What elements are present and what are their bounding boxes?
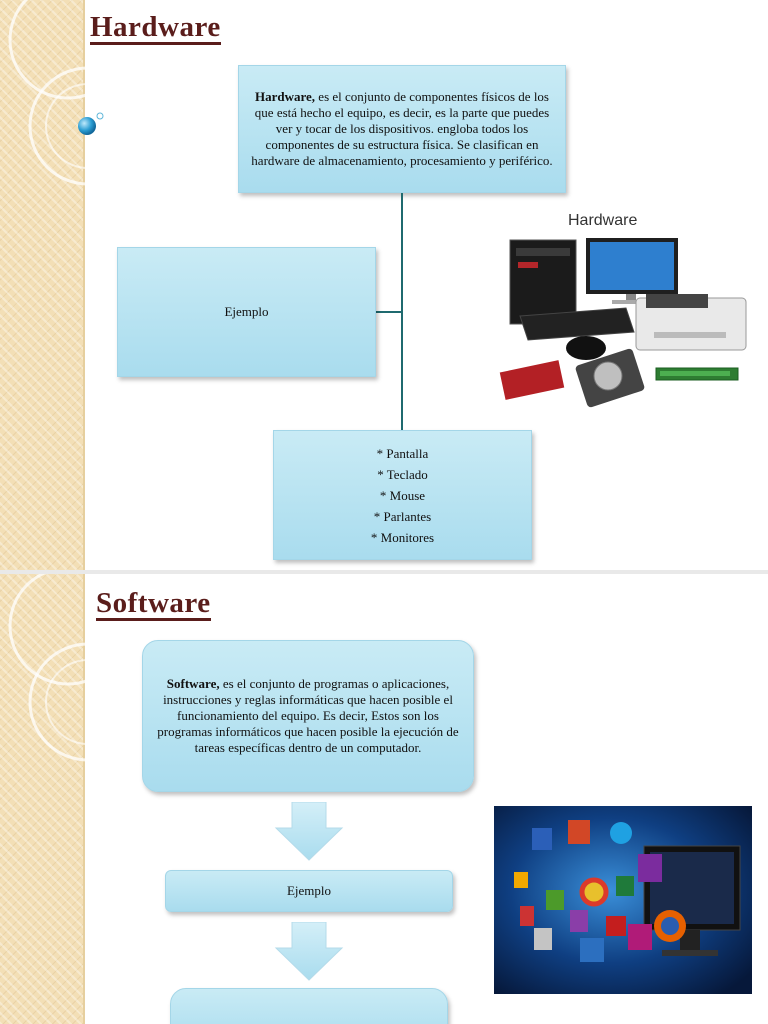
computer-parts-illustration bbox=[499, 238, 747, 408]
hardware-definition-box: Hardware, es el conjunto de componentes … bbox=[238, 65, 566, 193]
examples-list-box: * Pantalla * Teclado * Mouse * Parlantes… bbox=[273, 430, 532, 560]
definition-term: Hardware, bbox=[254, 89, 316, 105]
example-label: Ejemplo bbox=[224, 304, 269, 320]
hardware-slide: Hardware Hardware, es el conjunto de com… bbox=[0, 0, 754, 574]
hardware-image-caption: Hardware bbox=[568, 212, 638, 229]
slide-separator bbox=[0, 570, 768, 576]
definition-text: es el conjunto de componentes físicos de… bbox=[251, 89, 553, 168]
bullet-bubble-icon bbox=[78, 112, 104, 135]
software-image bbox=[494, 806, 752, 994]
software-apps-illustration bbox=[494, 806, 752, 994]
software-definition: Software, es el conjunto de programas o … bbox=[153, 676, 463, 755]
connector-vertical bbox=[401, 193, 403, 430]
page-title: Hardware bbox=[90, 12, 221, 46]
example-label: Ejemplo bbox=[286, 883, 332, 899]
hardware-image: Hardware bbox=[496, 206, 754, 412]
down-arrow-icon bbox=[274, 922, 344, 981]
software-slide: Software Software, es el conjunto de pro… bbox=[0, 574, 768, 1024]
list-item: * Pantalla bbox=[376, 445, 429, 461]
hardware-definition: Hardware, es el conjunto de componentes … bbox=[247, 89, 557, 168]
decorative-circles bbox=[8, 574, 120, 762]
page-title: Software bbox=[96, 588, 211, 622]
list-item: * Monitores bbox=[370, 529, 435, 545]
software-list-box bbox=[170, 988, 448, 1024]
examples-list: * Pantalla * Teclado * Mouse * Parlantes… bbox=[371, 443, 434, 548]
list-item: * Mouse bbox=[379, 487, 426, 503]
decorative-circles bbox=[8, 0, 120, 186]
software-example-box: Ejemplo bbox=[165, 870, 453, 912]
decorative-sidebar bbox=[0, 574, 120, 1024]
down-arrow-icon bbox=[274, 802, 344, 861]
example-box: Ejemplo bbox=[117, 247, 376, 377]
definition-term: Software, bbox=[166, 676, 220, 692]
list-item: * Parlantes bbox=[373, 508, 432, 524]
definition-text: es el conjunto de programas o aplicacion… bbox=[157, 676, 459, 755]
software-definition-box: Software, es el conjunto de programas o … bbox=[142, 640, 474, 792]
list-item: * Teclado bbox=[377, 466, 428, 482]
connector-horizontal bbox=[376, 311, 402, 313]
decorative-sidebar bbox=[0, 0, 120, 574]
